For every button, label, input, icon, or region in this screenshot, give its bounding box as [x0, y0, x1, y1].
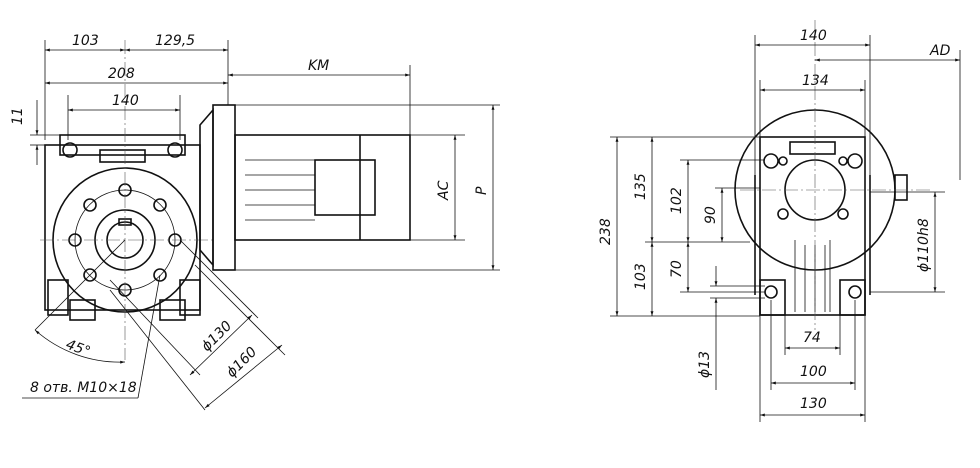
dim-km: KM	[308, 58, 329, 74]
dim-140-front: 140	[800, 28, 827, 44]
dim-phi160: ϕ160	[224, 344, 261, 381]
dim-ad: AD	[929, 43, 951, 59]
gearbox-body	[44, 134, 201, 321]
dim-102: 102	[669, 187, 685, 214]
side-dimensions: 103 129,5 208 140 11 KM AC P 45°	[10, 33, 500, 411]
output-flange	[40, 40, 215, 360]
front-view: 140 AD 134 238 135 103 102 90 70	[598, 20, 961, 422]
dim-phi13: ϕ13	[697, 351, 713, 378]
holes-callout: 8 отв. M10×18	[30, 380, 137, 396]
dim-ac: AC	[436, 180, 452, 201]
front-dimensions: 140 AD 134 238 135 103 102 90 70	[598, 28, 961, 422]
dim-100: 100	[800, 364, 827, 380]
dim-70: 70	[669, 260, 685, 278]
dim-11: 11	[10, 107, 26, 125]
dim-angle-45: 45°	[64, 337, 93, 361]
dim-238: 238	[598, 218, 614, 245]
side-view: 103 129,5 208 140 11 KM AC P 45°	[10, 33, 500, 411]
dim-134: 134	[802, 73, 829, 89]
motor	[199, 104, 411, 271]
dim-p: P	[474, 186, 490, 195]
dim-74: 74	[803, 330, 821, 346]
dim-135: 135	[633, 173, 649, 200]
dim-phi110h8: ϕ110h8	[916, 218, 932, 272]
dim-140: 140	[112, 93, 139, 109]
dim-130: 130	[800, 396, 827, 412]
dim-103: 103	[72, 33, 99, 49]
dim-103-front: 103	[633, 263, 649, 290]
dim-208: 208	[108, 66, 135, 82]
dim-129-5: 129,5	[155, 33, 195, 49]
dim-90: 90	[703, 206, 719, 224]
gearbox-housing	[734, 20, 930, 330]
